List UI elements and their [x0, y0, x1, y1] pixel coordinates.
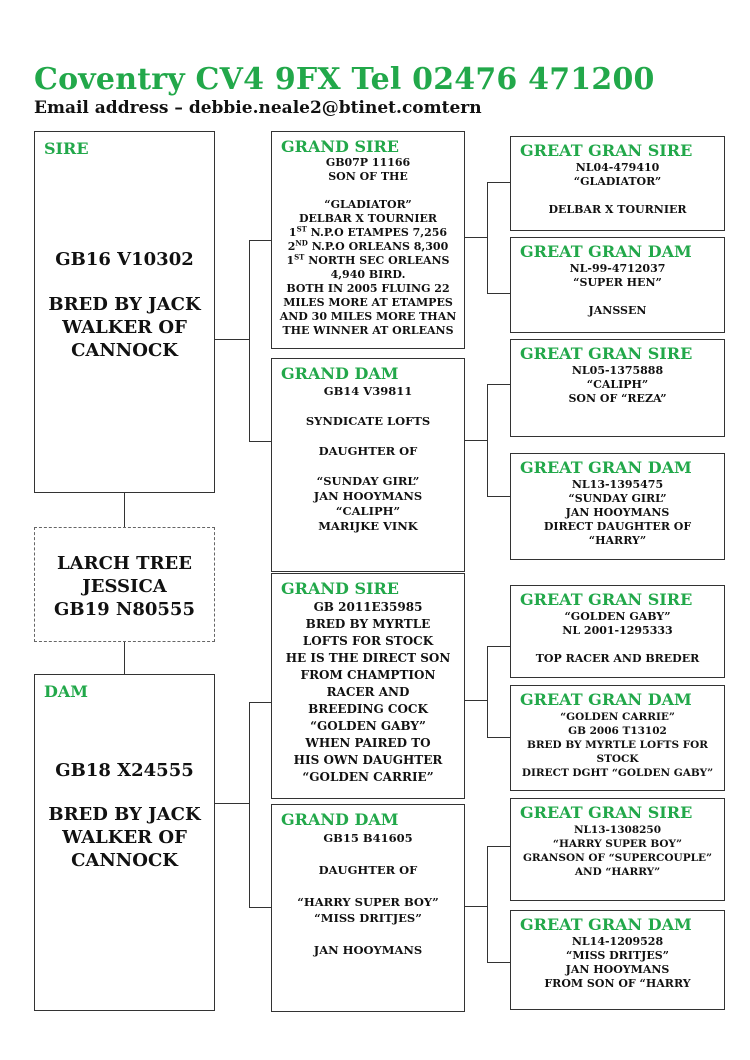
subject-name: LARCH TREE JESSICA GB19 N80555	[35, 552, 214, 621]
connector-line	[465, 700, 487, 701]
connector-line	[487, 737, 510, 738]
detail-line: THE WINNER AT ORLEANS	[282, 324, 454, 337]
grand-sire-label: GRAND SIRE	[281, 137, 399, 156]
detail-line: 4,940 BIRD.	[330, 268, 406, 281]
dam-breeder-line: WALKER OF	[62, 827, 187, 848]
dam-grand-sire-box: GRAND SIRE GB 2011E35985 BRED BY MYRTLE …	[271, 573, 465, 799]
connector-line	[465, 440, 487, 441]
connector-line	[215, 803, 249, 804]
connector-line	[487, 846, 488, 962]
dam-breeder-line: CANNOCK	[71, 850, 178, 871]
race-result: 1ST N.P.O ETAMPES 7,256	[288, 224, 448, 239]
detail-line: GB07P 11166	[325, 156, 411, 169]
great-gran-details: NL04-479410 “GLADIATOR” DELBAR X TOURNIE…	[548, 161, 687, 216]
great-gran-details: NL14-1209528 “MISS DRITJES” JAN HOOYMANS…	[544, 935, 691, 990]
subject-line: GB19 N80555	[54, 599, 195, 620]
grand-sire-details: GB 2011E35985 BRED BY MYRTLE LOFTS FOR S…	[285, 600, 451, 784]
great-grand-dam-box: GREAT GRAN DAM “GOLDEN CARRIE” GB 2006 T…	[510, 685, 725, 791]
sire-box: SIRE GB16 V10302 BRED BY JACK WALKER OF …	[34, 131, 215, 493]
great-gran-details: NL-99-4712037 “SUPER HEN” JANSSEN	[569, 262, 666, 317]
connector-line	[215, 339, 249, 340]
great-gran-details: NL13-1395475 “SUNDAY GIRL” JAN HOOYMANS …	[543, 478, 692, 547]
sire-grand-dam-box: GRAND DAM GB14 V39811 SYNDICATE LOFTS DA…	[271, 358, 465, 572]
subject-box: LARCH TREE JESSICA GB19 N80555	[34, 527, 215, 642]
great-grand-sire-box: GREAT GRAN SIRE NL04-479410 “GLADIATOR” …	[510, 136, 725, 231]
connector-line	[124, 642, 125, 674]
race-result: 1ST NORTH SEC ORLEANS	[286, 252, 450, 267]
great-gran-details: NL05-1375888 “CALIPH” SON OF “REZA”	[568, 364, 667, 405]
dam-breeder: BRED BY JACK WALKER OF CANNOCK	[35, 803, 214, 872]
detail-line: AND 30 MILES MORE THAN	[279, 310, 457, 323]
grand-dam-details: GB15 B41605 DAUGHTER OF “HARRY SUPER BOY…	[297, 831, 439, 957]
great-grand-sire-box: GREAT GRAN SIRE NL13-1308250 “HARRY SUPE…	[510, 798, 725, 901]
dam-label: DAM	[44, 682, 88, 701]
subject-line: LARCH TREE	[57, 553, 192, 574]
connector-line	[249, 441, 271, 442]
great-gran-label: GREAT GRAN DAM	[520, 690, 692, 709]
connector-line	[487, 384, 488, 496]
connector-line	[465, 237, 487, 238]
connector-line	[487, 496, 510, 497]
address-heading: Coventry CV4 9FX Tel 02476 471200	[34, 62, 655, 97]
sire-ring: GB16 V10302	[55, 249, 194, 270]
sire-breeder-line: CANNOCK	[71, 340, 178, 361]
connector-line	[487, 646, 488, 737]
dam-box: DAM GB18 X24555 BRED BY JACK WALKER OF C…	[34, 674, 215, 1011]
great-gran-details: “GOLDEN GABY” NL 2001-1295333 TOP RACER …	[535, 610, 700, 665]
great-gran-label: GREAT GRAN DAM	[520, 458, 692, 477]
great-gran-label: GREAT GRAN SIRE	[520, 590, 693, 609]
connector-line	[249, 240, 250, 441]
detail-line: SON OF THE	[328, 170, 408, 183]
detail-line: DELBAR X TOURNIER	[298, 212, 438, 225]
great-gran-details: “GOLDEN CARRIE” GB 2006 T13102 BRED BY M…	[521, 711, 714, 779]
connector-line	[249, 702, 250, 907]
great-grand-sire-box: GREAT GRAN SIRE NL05-1375888 “CALIPH” SO…	[510, 339, 725, 437]
connector-line	[249, 907, 271, 908]
detail-line: “GLADIATOR”	[324, 198, 412, 211]
race-result: 2ND N.P.O ORLEANS 8,300	[287, 238, 449, 253]
sire-label: SIRE	[44, 139, 89, 158]
connector-line	[487, 646, 510, 647]
great-gran-label: GREAT GRAN DAM	[520, 915, 692, 934]
great-gran-label: GREAT GRAN SIRE	[520, 803, 693, 822]
connector-line	[487, 182, 488, 293]
sire-breeder-line: BRED BY JACK	[48, 294, 201, 315]
great-gran-details: NL13-1308250 “HARRY SUPER BOY” GRANSON O…	[522, 824, 713, 878]
great-gran-label: GREAT GRAN DAM	[520, 242, 692, 261]
sire-breeder: BRED BY JACK WALKER OF CANNOCK	[35, 293, 214, 362]
detail-line: MILES MORE AT ETAMPES	[283, 296, 453, 309]
grand-dam-details: GB14 V39811 SYNDICATE LOFTS DAUGHTER OF …	[305, 384, 431, 533]
great-grand-dam-box: GREAT GRAN DAM NL14-1209528 “MISS DRITJE…	[510, 910, 725, 1010]
subject-line: JESSICA	[82, 576, 167, 597]
dam-ring: GB18 X24555	[55, 760, 194, 781]
connector-line	[487, 962, 510, 963]
connector-line	[487, 182, 510, 183]
grand-sire-label: GRAND SIRE	[281, 579, 399, 598]
sire-grand-sire-box: GRAND SIRE GB07P 11166 SON OF THE “GLADI…	[271, 131, 465, 349]
great-grand-dam-box: GREAT GRAN DAM NL13-1395475 “SUNDAY GIRL…	[510, 453, 725, 560]
connector-line	[487, 293, 510, 294]
detail-line: BOTH IN 2005 FLUING 22	[286, 282, 450, 295]
connector-line	[249, 240, 271, 241]
connector-line	[487, 384, 510, 385]
connector-line	[465, 906, 487, 907]
great-grand-dam-box: GREAT GRAN DAM NL-99-4712037 “SUPER HEN”…	[510, 237, 725, 333]
dam-breeder-line: BRED BY JACK	[48, 804, 201, 825]
dam-grand-dam-box: GRAND DAM GB15 B41605 DAUGHTER OF “HARRY…	[271, 804, 465, 1012]
great-gran-label: GREAT GRAN SIRE	[520, 141, 693, 160]
grand-dam-label: GRAND DAM	[281, 810, 399, 829]
connector-line	[124, 493, 125, 527]
grand-sire-details: GB07P 11166 SON OF THE “GLADIATOR” DELBA…	[272, 156, 464, 338]
connector-line	[487, 846, 510, 847]
grand-dam-label: GRAND DAM	[281, 364, 399, 383]
email-line: Email address – debbie.neale2@btinet.com…	[34, 98, 482, 118]
great-grand-sire-box: GREAT GRAN SIRE “GOLDEN GABY” NL 2001-12…	[510, 585, 725, 678]
great-gran-label: GREAT GRAN SIRE	[520, 344, 693, 363]
sire-breeder-line: WALKER OF	[62, 317, 187, 338]
connector-line	[249, 702, 271, 703]
